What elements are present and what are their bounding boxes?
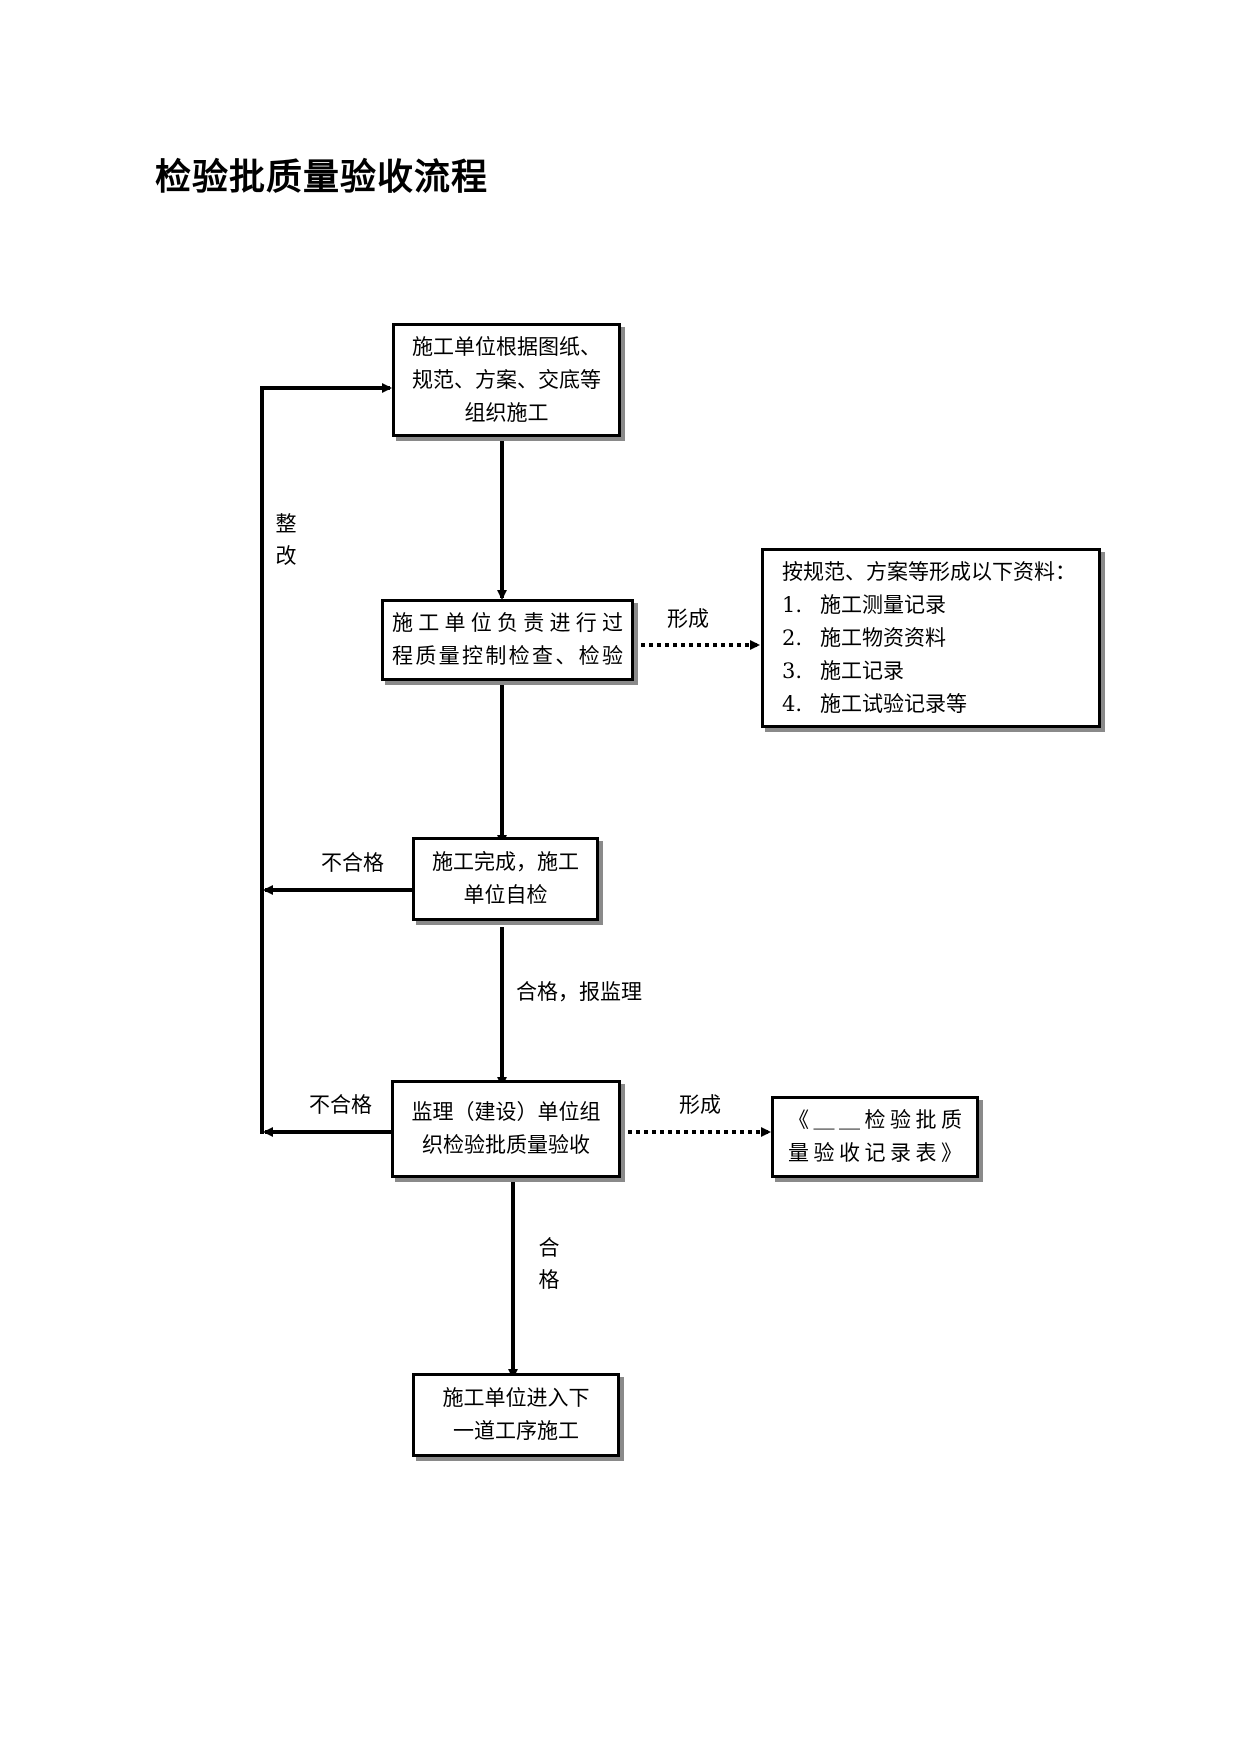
node-self-check: 施工完成，施工 单位自检 [412,837,599,921]
node-process-check: 施工单位负责进行过 程质量控制检查、检验 [381,599,634,681]
records-item-text: 施工物资资料 [820,625,946,650]
node-supervision-line-2: 织检验批质量验收 [422,1133,590,1157]
records-item: 3. 施工记录 [782,655,1076,688]
page-title: 检验批质量验收流程 [155,157,489,198]
node-self-check-line-1: 施工完成，施工 [432,850,579,874]
label-pass-char-2: 格 [538,1268,560,1292]
label-rectify: 整 改 [273,508,299,572]
records-item-text: 施工试验记录等 [820,691,967,716]
node-next-step: 施工单位进入下 一道工序施工 [412,1373,620,1457]
label-pass-char-1: 合 [538,1236,560,1260]
node-process-check-line-2: 程质量控制检查、检验 [392,644,623,668]
label-fail-supervision: 不合格 [306,1089,375,1121]
label-form-record-form: 形成 [676,1089,724,1121]
records-item-text: 施工记录 [820,658,904,683]
node-self-check-line-2: 单位自检 [463,883,548,907]
node-record-form: 《＿＿检验批质 量验收记录表》 [771,1096,979,1178]
records-item-text: 施工测量记录 [820,592,946,617]
node-record-form-line-1: 《＿＿检验批质 [788,1108,962,1132]
label-form-records: 形成 [664,603,712,635]
records-heading: 按规范、方案等形成以下资料： [782,559,1076,584]
label-rectify-char-2: 改 [275,544,297,568]
records-item-number: 1. [782,592,803,617]
records-item-number: 2. [782,625,803,650]
node-start-line-1: 施工单位根据图纸、 [412,334,601,359]
records-item: 2. 施工物资资料 [782,622,1076,655]
label-pass: 合 格 [536,1232,562,1296]
label-pass-report-supervisor: 合格，报监理 [513,976,645,1008]
node-process-check-line-1: 施工单位负责进行过 [392,611,623,635]
label-rectify-char-1: 整 [275,512,297,536]
node-start-line-3: 组织施工 [464,400,549,425]
records-item: 4. 施工试验记录等 [782,688,1076,721]
node-next-step-line-2: 一道工序施工 [453,1419,579,1443]
node-record-form-line-2: 量验收记录表》 [788,1141,962,1165]
node-next-step-line-1: 施工单位进入下 [442,1386,590,1410]
node-supervision-line-1: 监理（建设）单位组 [411,1100,601,1124]
records-item-number: 4. [782,691,803,716]
node-start-line-2: 规范、方案、交底等 [412,367,601,392]
records-item: 1. 施工测量记录 [782,589,1076,622]
node-records-list: 按规范、方案等形成以下资料： 1. 施工测量记录 2. 施工物资资料 3. 施工… [761,548,1101,728]
label-fail-self-check: 不合格 [318,847,387,879]
node-supervision-acceptance: 监理（建设）单位组 织检验批质量验收 [391,1080,621,1178]
records-item-number: 3. [782,658,803,683]
node-start-construction: 施工单位根据图纸、 规范、方案、交底等 组织施工 [392,323,621,437]
